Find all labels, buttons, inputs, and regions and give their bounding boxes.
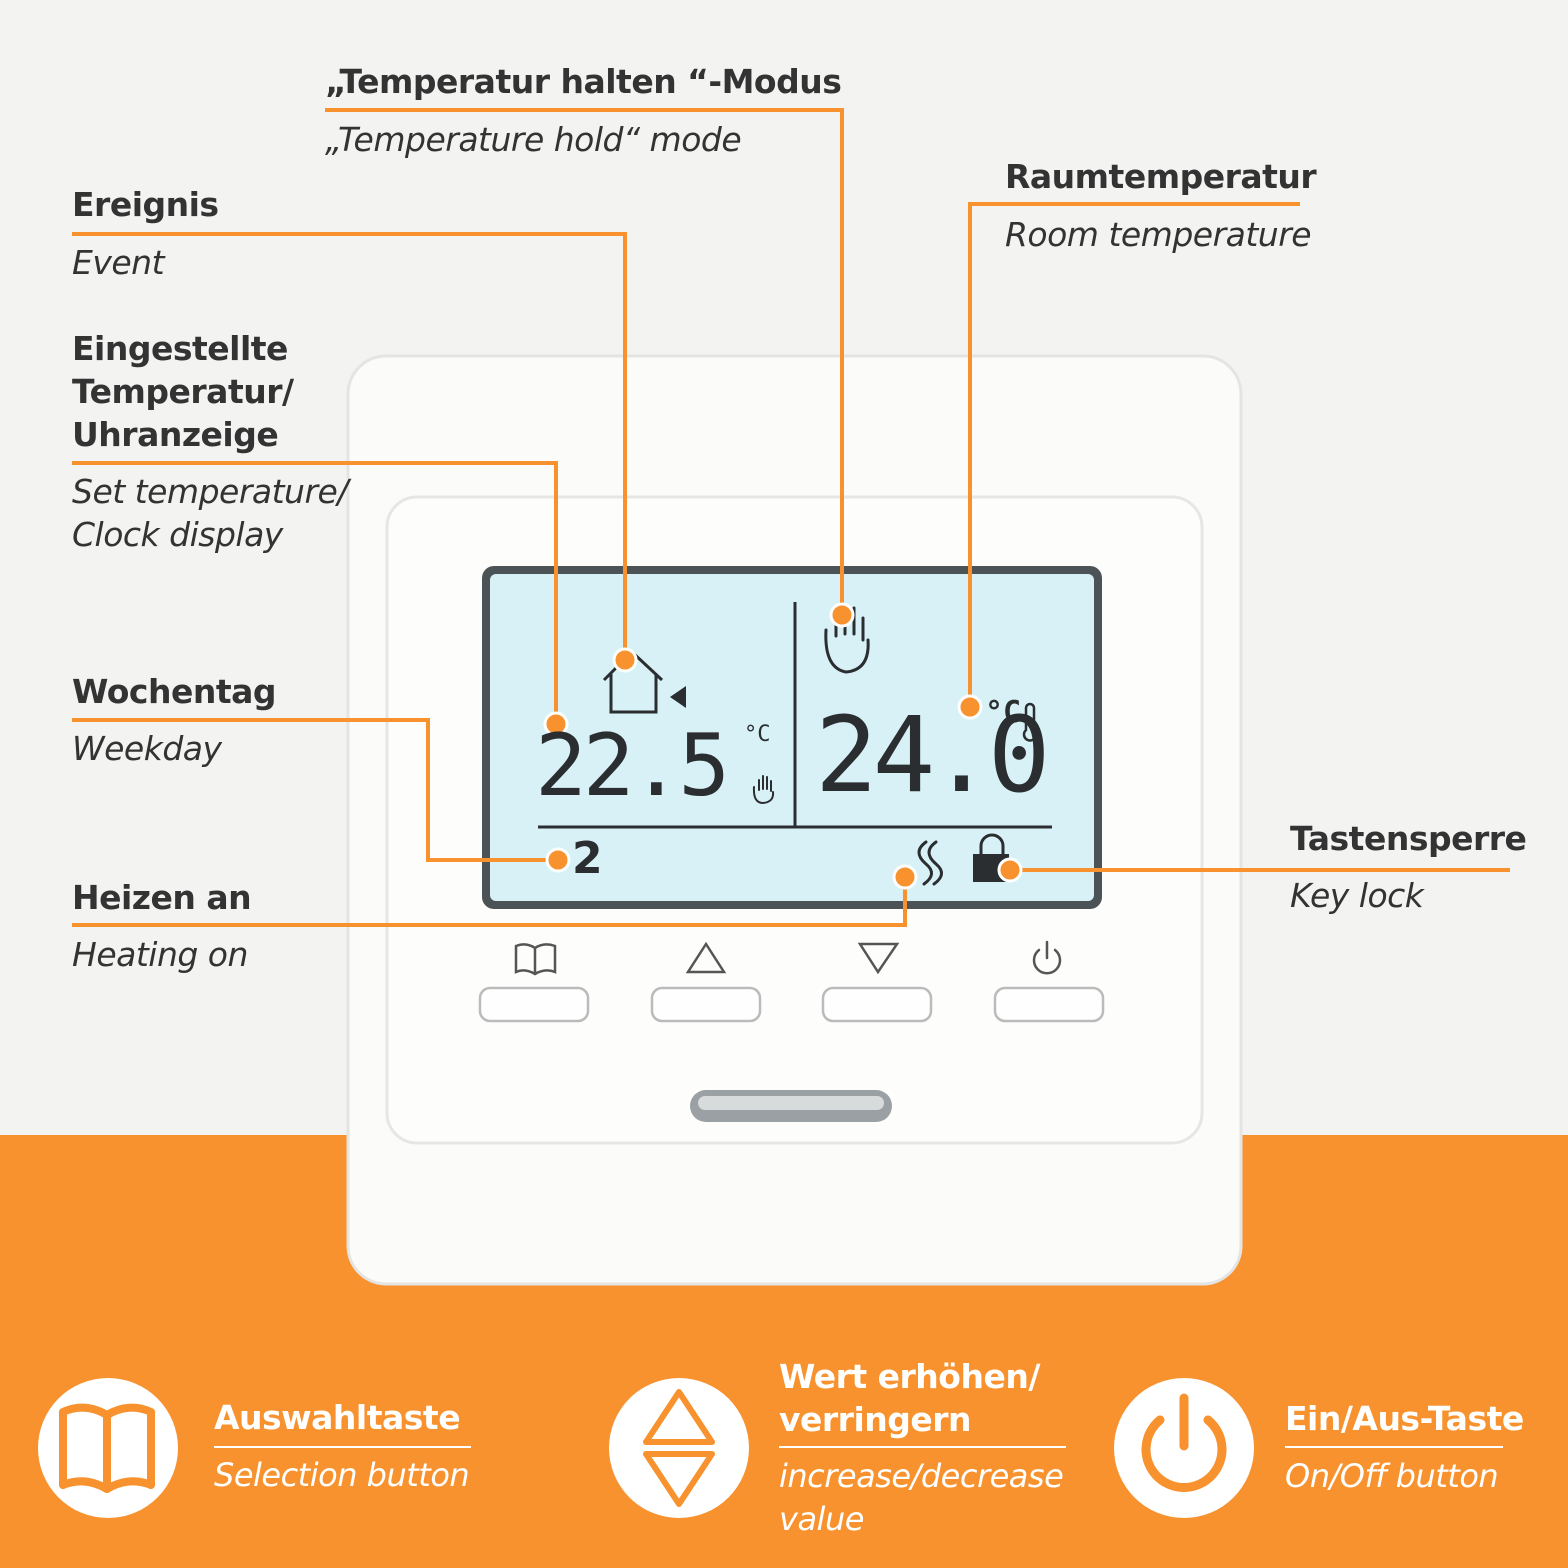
key-lock-label-en: Key lock: [1290, 876, 1424, 915]
weekday-number: 2: [572, 833, 603, 884]
triangle-down-icon: [857, 942, 900, 975]
weekday-label-de: Wochentag: [72, 672, 277, 711]
triangle-up-icon: [685, 941, 727, 974]
leader-lines: [72, 108, 1510, 927]
hold-mode-label-de: „Temperatur halten “-Modus: [325, 62, 842, 101]
event-arrow-icon: [670, 686, 686, 708]
onoff-button-label-en: On/Off button: [1285, 1457, 1499, 1495]
lcd-screen: [490, 574, 1094, 901]
power-icon: [1032, 940, 1062, 975]
selection-button[interactable]: [478, 986, 590, 1023]
selection-button-label-de: Auswahltaste: [214, 1398, 461, 1437]
set-temp-label-en: Set temperature/ Clock display: [72, 472, 348, 554]
hand-hold-small-icon: [752, 775, 775, 805]
event-label-en: Event: [72, 243, 165, 282]
value-button-label-en: increase/decrease value: [779, 1457, 1064, 1538]
thermometer-icon: [1022, 702, 1038, 742]
hold-mode-label-en: „Temperature hold“ mode: [325, 120, 742, 159]
key-lock-label-de: Tastensperre: [1290, 819, 1527, 858]
weekday-label-en: Weekday: [72, 729, 222, 768]
room-temp-label-de: Raumtemperatur: [1005, 157, 1317, 196]
selection-button-label-en: Selection button: [214, 1456, 470, 1494]
heating-label-en: Heating on: [72, 935, 248, 974]
event-label-de: Ereignis: [72, 185, 219, 224]
value-button-label-de: Wert erhöhen/ verringern: [779, 1357, 1040, 1439]
footer-power-icon: [1114, 1378, 1254, 1518]
set-temperature-value: 22.5: [535, 716, 730, 816]
heating-label-de: Heizen an: [72, 878, 252, 917]
leader-dots: [543, 602, 1023, 890]
footer-book-icon: [38, 1378, 178, 1518]
book-icon: [514, 943, 557, 976]
decrease-button[interactable]: [821, 986, 933, 1023]
release-slot-highlight: [698, 1096, 884, 1110]
power-button[interactable]: [993, 986, 1105, 1023]
room-temperature-value: 24.0: [815, 694, 1050, 816]
set-temp-label-de: Eingestellte Temperatur/ Uhranzeige: [72, 329, 294, 454]
set-temperature-unit: °C: [744, 722, 771, 747]
room-temp-label-en: Room temperature: [1005, 215, 1312, 254]
heating-waves-icon: [917, 840, 943, 886]
onoff-button-label-de: Ein/Aus-Taste: [1285, 1399, 1524, 1438]
room-temperature-unit: °C: [985, 695, 1022, 730]
increase-button[interactable]: [650, 986, 762, 1023]
footer-up-down-arrows-icon: [609, 1378, 749, 1518]
